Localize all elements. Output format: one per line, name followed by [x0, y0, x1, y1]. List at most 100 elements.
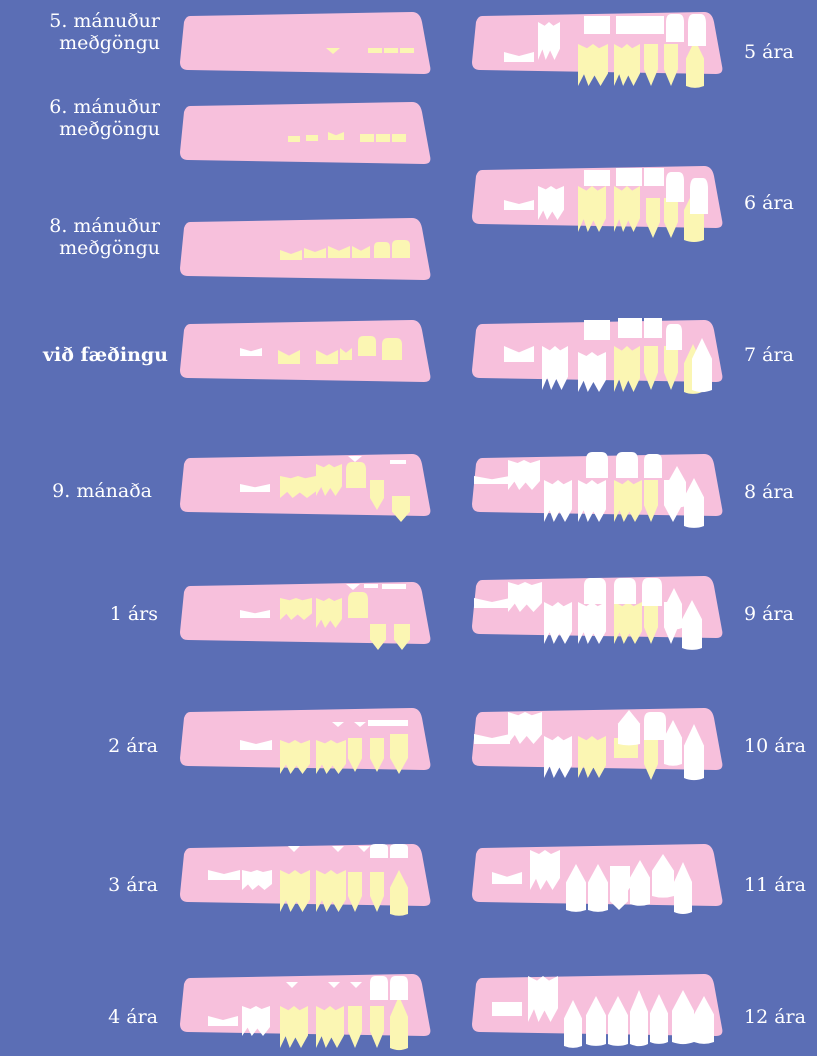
tooth-icon [586, 452, 608, 478]
tooth-icon [584, 320, 610, 340]
tooth-icon [614, 44, 640, 86]
tooth-icon [382, 338, 402, 360]
jaw-3-years [176, 836, 436, 926]
tooth-icon [394, 624, 410, 650]
tooth-icon [578, 44, 608, 86]
stage-label-5-months-pregnancy: 5. mánuður meðgöngu [8, 10, 160, 54]
tooth-icon [348, 872, 362, 912]
tooth-icon [348, 1006, 362, 1048]
tooth-icon [280, 870, 310, 912]
tooth-icon [390, 460, 406, 464]
tooth-icon [346, 462, 366, 488]
tooth-icon [666, 324, 682, 350]
tooth-icon [400, 48, 414, 53]
jaw-6-years [468, 158, 728, 248]
tooth-icon [542, 346, 568, 390]
jaw-8-years [468, 446, 728, 536]
tooth-icon [644, 454, 662, 478]
tooth-icon [584, 16, 610, 34]
tooth-icon [642, 578, 662, 606]
jaw-10-years [468, 700, 728, 790]
tooth-icon [544, 602, 572, 644]
tooth-icon [618, 318, 642, 338]
tooth-icon [614, 346, 640, 392]
jaw-4-years [176, 966, 436, 1054]
tooth-icon [584, 170, 610, 186]
stage-label-9-months: 9. mánaða [8, 480, 152, 502]
tooth-icon [644, 712, 666, 740]
tooth-icon [392, 240, 410, 258]
tooth-icon [316, 870, 346, 912]
tooth-icon [616, 16, 642, 34]
jaw-5-years [468, 4, 728, 94]
tooth-icon [578, 480, 606, 522]
tooth-icon [370, 872, 384, 912]
jaw-7-years [468, 312, 728, 402]
tooth-icon [578, 736, 606, 778]
tooth-icon [390, 844, 408, 858]
tooth-icon [392, 496, 410, 522]
tooth-icon [616, 452, 638, 478]
tooth-icon [666, 172, 684, 202]
jaw-12-years [468, 966, 728, 1054]
tooth-icon [376, 134, 390, 142]
tooth-icon [316, 740, 346, 774]
tooth-icon [584, 578, 606, 604]
jaw-11-years [468, 836, 728, 926]
tooth-icon [614, 602, 642, 644]
tooth-icon [368, 720, 408, 726]
tooth-icon [646, 198, 660, 238]
tooth-icon [688, 14, 706, 46]
tooth-icon [644, 480, 658, 522]
tooth-icon [280, 740, 310, 774]
stage-label-3-years: 3 ára [8, 874, 158, 896]
tooth-icon [666, 14, 684, 42]
tooth-icon [610, 888, 628, 910]
jaw-2-years [176, 700, 436, 790]
tooth-icon [358, 336, 376, 356]
tooth-icon [370, 844, 388, 858]
tooth-icon [544, 736, 572, 778]
stage-label-1-year: 1 árs [8, 603, 158, 625]
tooth-icon [642, 16, 664, 34]
tooth-icon [644, 602, 658, 644]
tooth-icon [288, 136, 300, 142]
tooth-icon [306, 135, 318, 141]
tooth-icon [614, 480, 642, 522]
tooth-icon [316, 1006, 344, 1048]
tooth-icon [664, 198, 678, 238]
tooth-icon [348, 592, 368, 618]
tooth-icon [364, 584, 378, 588]
jaw-5-months-pregnancy [176, 4, 436, 84]
tooth-icon [384, 48, 398, 53]
jaw-at-birth [176, 312, 436, 392]
tooth-icon [382, 584, 406, 589]
tooth-icon [644, 168, 664, 186]
tooth-icon [390, 976, 408, 1000]
stage-label-12-years: 12 ára [744, 1006, 806, 1028]
tooth-icon [616, 168, 642, 186]
jaw-9-years [468, 568, 728, 658]
jaw-9-months [176, 446, 436, 536]
tooth-icon [644, 318, 662, 338]
tooth-icon [644, 346, 658, 390]
stage-label-4-years: 4 ára [8, 1006, 158, 1028]
tooth-icon [360, 134, 374, 142]
tooth-icon [644, 44, 658, 86]
tooth-icon [370, 624, 386, 650]
tooth-icon [492, 1002, 522, 1016]
jaw-1-year [176, 574, 436, 664]
jaw-8-months-pregnancy [176, 210, 436, 290]
stage-label-8-months-pregnancy: 8. mánuður meðgöngu [8, 215, 160, 259]
stage-label-6-years: 6 ára [744, 192, 794, 214]
stage-label-2-years: 2 ára [8, 735, 158, 757]
stage-label-11-years: 11 ára [744, 874, 806, 896]
tooth-icon [644, 740, 658, 780]
tooth-icon [614, 578, 636, 604]
stage-label-at-birth: við fæðingu [4, 344, 168, 366]
stage-label-10-years: 10 ára [744, 735, 806, 757]
jaw-6-months-pregnancy [176, 94, 436, 174]
gum-shape [180, 12, 430, 74]
tooth-icon [578, 352, 606, 392]
